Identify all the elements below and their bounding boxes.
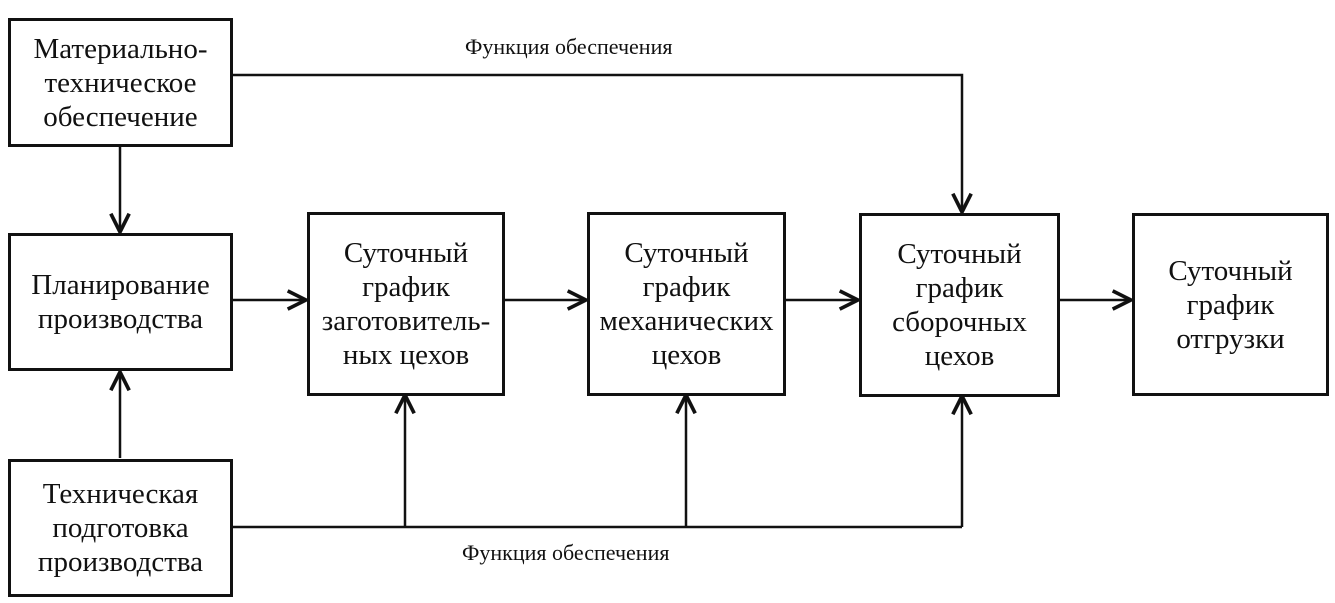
line: Материально- xyxy=(33,32,208,65)
line: Планирование xyxy=(31,269,210,301)
box-assembly-shops-schedule-text: Суточный график сборочных цехов xyxy=(892,237,1027,373)
line: подготовка xyxy=(52,512,189,544)
line: обеспечение xyxy=(43,100,198,133)
box-technical-preparation-text: Техническая подготовка производства xyxy=(38,477,203,579)
label-supply-function-bottom: Функция обеспечения xyxy=(462,540,670,565)
line: график xyxy=(915,272,1004,304)
line: ных цехов xyxy=(342,339,470,371)
line: цехов xyxy=(924,340,995,372)
line: Суточный xyxy=(624,237,749,269)
line: график xyxy=(362,271,450,303)
box-mechanical-shops-schedule: Суточный график механических цехов xyxy=(587,212,786,396)
box-blank-shops-schedule-text: Суточный график заготовитель- ных цехов xyxy=(322,236,491,372)
box-material-support: Материально- техническое обеспечение xyxy=(8,18,233,147)
line: график xyxy=(1186,288,1275,321)
box-material-support-text: Материально- техническое обеспечение xyxy=(34,32,208,134)
line: техническое xyxy=(44,66,197,99)
line: отгрузки xyxy=(1176,322,1285,355)
line: Суточный xyxy=(1168,254,1293,287)
box-shipping-schedule-text: Суточный график отгрузки xyxy=(1168,254,1292,356)
line: производства xyxy=(37,303,204,335)
box-mechanical-shops-schedule-text: Суточный график механических цехов xyxy=(599,236,773,372)
supply-line-top xyxy=(232,73,962,212)
line: график xyxy=(642,271,731,303)
line: цехов xyxy=(651,339,722,371)
line: Техническая xyxy=(42,478,199,510)
box-blank-shops-schedule: Суточный график заготовитель- ных цехов xyxy=(307,212,505,396)
box-production-planning-text: Планирование производства xyxy=(31,268,209,336)
box-technical-preparation: Техническая подготовка производства xyxy=(8,459,233,597)
label-supply-function-top: Функция обеспечения xyxy=(465,34,673,59)
line: Суточный xyxy=(897,238,1022,270)
line: производства xyxy=(37,546,204,578)
box-assembly-shops-schedule: Суточный график сборочных цехов xyxy=(859,213,1060,397)
line: механических xyxy=(599,305,774,337)
box-shipping-schedule: Суточный график отгрузки xyxy=(1132,213,1329,396)
line: сборочных xyxy=(892,306,1027,338)
line: заготовитель- xyxy=(321,305,491,337)
line: Суточный xyxy=(343,237,469,269)
box-production-planning: Планирование производства xyxy=(8,233,233,371)
